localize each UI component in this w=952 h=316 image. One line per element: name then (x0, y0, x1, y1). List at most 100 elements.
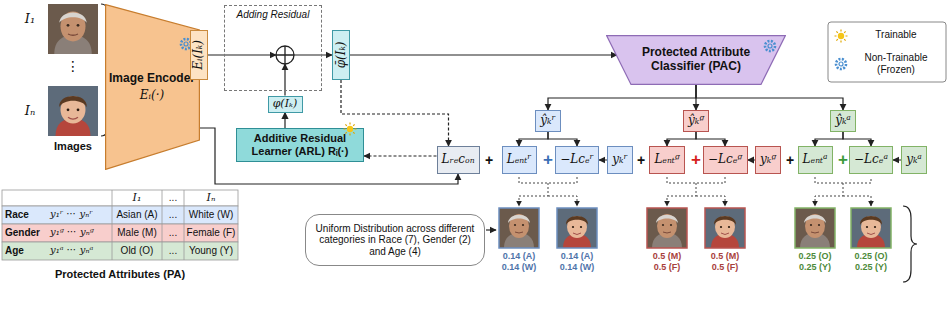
label-text: y₁ᵃ ⋯ yₙᵃ (50, 244, 93, 256)
label-text: ... (169, 245, 177, 257)
add-symbol (276, 46, 294, 64)
label-text: Protected Attributes (PA) (55, 268, 185, 281)
label-text: Male (M) (117, 227, 156, 239)
connector-arrow (350, 54, 617, 55)
loss-box: −Lcₑᵃ (849, 146, 893, 174)
label-text: ⋮ (66, 58, 80, 74)
loss-box: Lₑₙₜᵃ (798, 146, 833, 174)
label-text: Old (O) (121, 245, 154, 257)
box-text: Lₑₙₜᵃ (803, 153, 828, 167)
label-text: I₁ (133, 192, 142, 205)
label-text: I₁ (25, 12, 35, 27)
label-text: White (W) (189, 209, 233, 221)
label-text: ... (169, 192, 177, 204)
label-text: 0.14 (A) (561, 251, 594, 261)
label-text: Asian (A) (116, 209, 157, 221)
face-thumbnails (499, 208, 891, 248)
label-text: 0.25 (Y) (799, 262, 831, 272)
pointer-arrow (486, 229, 496, 230)
box-text: φ̄(Iₖ) (334, 42, 348, 69)
label-text: 0.25 (Y) (855, 262, 887, 272)
legend-frame (828, 22, 946, 82)
label-text: 0.5 (F) (654, 262, 681, 272)
label-text: Female (F) (187, 227, 236, 239)
label-text: Gender (5, 227, 40, 239)
label-text: Race (5, 209, 29, 221)
connector-arrow (667, 132, 696, 146)
label-text: Age (5, 245, 24, 257)
face-photo (48, 4, 98, 54)
table-grid (2, 190, 238, 260)
label-text: Young (Y) (189, 245, 233, 257)
legend-icon (834, 57, 848, 71)
label-text: + (838, 150, 848, 170)
connector-arrow (599, 159, 607, 160)
prediction-box: ŷₖᵃ (830, 110, 856, 132)
label-text: 0.14 (W) (502, 262, 537, 272)
loss-box: −Lcₑʳ (555, 146, 599, 174)
label-text: 0.25 (O) (854, 251, 887, 261)
connector-arrow (200, 128, 459, 184)
note-box: Uniform Distribution across different ca… (305, 214, 485, 266)
box-text: −Lcₑᵍ (708, 153, 742, 167)
label-text: 0.5 (M) (711, 251, 740, 261)
loss-box: Lₑₙₜᵍ (649, 146, 685, 174)
box-text: Lᵣₑcₒₙ (442, 153, 475, 167)
label-text: 0.5 (M) (653, 251, 682, 261)
label-text: + (637, 152, 645, 168)
feature-box: φ̄(Iₖ) (332, 30, 350, 80)
connector-arrow (519, 132, 548, 146)
connector-arrow (815, 132, 843, 146)
connector-arrow (364, 155, 437, 156)
face-photo (48, 86, 98, 136)
label-text: 0.5 (F) (712, 262, 739, 272)
connector-arrow (548, 132, 577, 146)
label-text: ... (169, 227, 177, 239)
label-text: Iₙ (207, 192, 216, 205)
label-text: + (786, 152, 794, 168)
box-text: ŷₖᵍ (688, 114, 704, 128)
loss-bracket (519, 177, 871, 206)
label-text: + (543, 150, 553, 170)
loss-box: Lₑₙₜʳ (502, 146, 537, 174)
box-text: Uniform Distribution across different ca… (311, 223, 479, 258)
legend-icon (834, 29, 848, 43)
connector-arrow (893, 159, 901, 160)
box-text: −Lcₑᵃ (854, 153, 888, 167)
box-text: yₖᵃ (906, 153, 922, 167)
box-text: Eᵢ(·) (140, 89, 164, 103)
box-text: Protected Attribute Classifier (PAC) (632, 46, 760, 74)
label-text: ... (169, 209, 177, 221)
legend-text: Non-Trainable (Frozen) (852, 52, 940, 75)
loss-box: −Lcₑᵍ (703, 146, 748, 174)
connector-arrow (294, 54, 332, 55)
box-text: φ(Iₖ) (273, 98, 298, 111)
learner-box: Additive Residual Learner (ARL) Rᵢ(·) (236, 128, 364, 162)
residual-box: φ(Iₖ) (268, 96, 303, 113)
connector-arrow (284, 113, 285, 129)
box-text: Additive Residual Learner (ARL) Rᵢ(·) (242, 132, 358, 157)
connector-arrow (748, 159, 756, 160)
prediction-box: ŷₖʳ (535, 110, 561, 132)
brace (903, 206, 917, 282)
label-text: 0.14 (W) (560, 262, 595, 272)
connector-arrow (548, 85, 696, 110)
box-text: Adding Residual (237, 9, 310, 21)
box-text: ŷₖᵃ (835, 114, 851, 128)
box-text: yₖʳ (612, 153, 627, 167)
box-text: yₖᵍ (760, 153, 776, 167)
encoder-block: Image EncoderEᵢ(·) (105, 4, 200, 170)
legend-text: Trainable (852, 29, 940, 41)
classifier-block: Protected Attribute Classifier (PAC) (606, 35, 786, 85)
label-text: Iₙ (25, 104, 35, 119)
label-text: + (691, 150, 701, 170)
prediction-box: ŷₖᵍ (683, 110, 709, 132)
label-text: 0.25 (O) (798, 251, 831, 261)
label-text: y₁ʳ ⋯ yₙʳ (50, 208, 93, 220)
loss-box: yₖᵍ (755, 146, 781, 174)
label-text: Images (54, 140, 92, 153)
box-text: −Lcₑʳ (560, 153, 594, 167)
box-text: ŷₖʳ (540, 114, 555, 128)
connector-arrow (843, 132, 871, 146)
box-text: Lₑₙₜᵍ (654, 153, 679, 167)
